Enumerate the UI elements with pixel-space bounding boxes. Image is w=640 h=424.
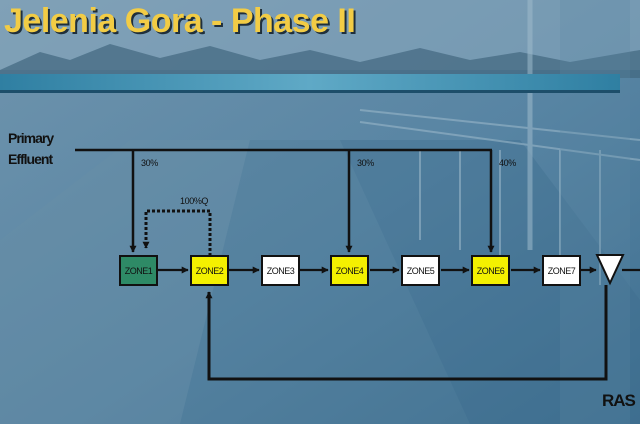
- zone-5-box: ZONE5: [401, 255, 440, 286]
- zone-2-box: ZONE2: [190, 255, 229, 286]
- recycle-label: 100%Q: [180, 196, 209, 206]
- zone-1-box: ZONE1: [119, 255, 158, 286]
- inlet-label-line1: Primary: [8, 130, 54, 146]
- clarifier-icon: [595, 254, 625, 286]
- zone-6-box: ZONE6: [471, 255, 510, 286]
- split-label-zone1: 30%: [141, 158, 158, 168]
- inlet-label: Primary Effluent: [8, 128, 54, 170]
- split-label-zone6: 40%: [499, 158, 516, 168]
- title-band-shadow: [0, 90, 620, 93]
- title-band: [0, 74, 620, 90]
- zone-4-box: ZONE4: [330, 255, 369, 286]
- column: [560, 0, 630, 424]
- ras-label: RAS: [602, 391, 636, 410]
- zone-7-box: ZONE7: [542, 255, 581, 286]
- zone-3-box: ZONE3: [261, 255, 300, 286]
- slide-title: Jelenia Gora - Phase II: [4, 2, 356, 40]
- internal-recycle-line: [142, 209, 212, 256]
- tree-line: [0, 44, 640, 78]
- tank-channel: [180, 140, 470, 424]
- split-label-zone4: 30%: [357, 158, 374, 168]
- inlet-label-line2: Effluent: [8, 151, 53, 167]
- ras-return-line: [205, 285, 608, 381]
